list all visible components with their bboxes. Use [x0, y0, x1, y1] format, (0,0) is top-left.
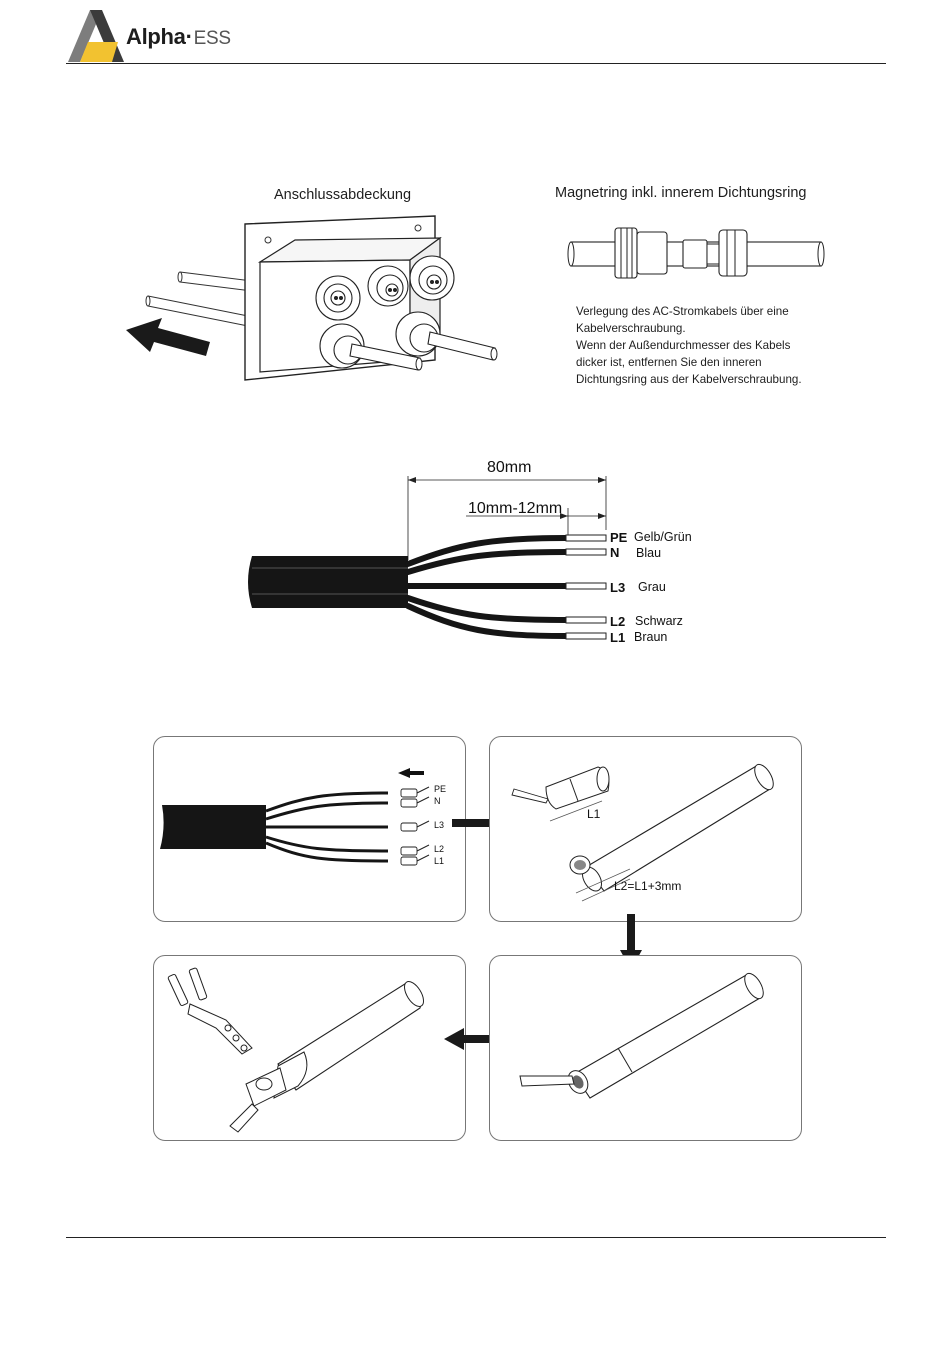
- header-rule: [66, 63, 886, 64]
- wire-code-n: N: [610, 545, 620, 560]
- wire-code-l3: L3: [610, 580, 626, 595]
- panel-label-n: N: [434, 796, 441, 806]
- panel-label-l2: L2: [434, 844, 445, 854]
- wire-stripping-diagram: [240, 460, 620, 650]
- magnetic-ring-title: Magnetring inkl. innerem Dichtungsring: [555, 185, 807, 201]
- description-line: Kabelverschraubung.: [576, 322, 686, 335]
- connection-cover-title: Anschlussabdeckung: [274, 187, 412, 203]
- length-label-l2: L2=L1+3mm: [614, 879, 682, 893]
- wire-code-l1: L1: [610, 630, 626, 645]
- wire-code-pe: PE: [610, 530, 628, 545]
- wire-color-n: Blau: [636, 546, 662, 560]
- pull-direction-arrow-icon: [126, 318, 212, 360]
- description-line: Dichtungsring aus der Kabelverschraubung…: [576, 373, 802, 386]
- wire-color-l2: Schwarz: [635, 614, 683, 628]
- strip-length-label: 10mm-12mm: [468, 500, 563, 517]
- brand-dot: ·: [185, 24, 193, 49]
- connection-cover-illustration: [120, 210, 510, 390]
- description-line: dicker ist, entfernen Sie den inneren: [576, 356, 762, 369]
- left-arrow-icon: [444, 1028, 504, 1050]
- wire-color-l3: Grau: [638, 580, 666, 594]
- total-length-label: 80mm: [487, 459, 532, 476]
- left-arrow-icon: [398, 768, 424, 778]
- alpha-ess-logo: [66, 8, 226, 64]
- logo-mark-icon: [68, 10, 124, 62]
- wire-code-l2: L2: [610, 614, 626, 629]
- wire-color-l1: Braun: [634, 630, 668, 644]
- panel-label-l1: L1: [434, 856, 445, 866]
- wire-color-pe: Gelb/Grün: [634, 530, 692, 544]
- step-panel-insert-ferrule: [489, 955, 802, 1141]
- brand-name: Alpha·ESS: [126, 24, 231, 50]
- brand-suffix: ESS: [193, 28, 231, 49]
- panel-label-l3: L3: [434, 820, 445, 830]
- step-panel-crimp-terminal: [153, 955, 466, 1141]
- step-panel-measure-lengths: L1 L2=L1+3mm: [489, 736, 802, 922]
- step-panel-strip-wires: PE N L3 L2 L1: [153, 736, 466, 922]
- footer-rule: [66, 1237, 886, 1238]
- description-line: Wenn der Außendurchmesser des Kabels: [576, 339, 791, 352]
- cable-gland-illustration: [565, 222, 827, 286]
- brand-text: Alpha: [126, 24, 186, 49]
- description-line: Verlegung des AC-Stromkabels über eine: [576, 305, 789, 318]
- panel-label-pe: PE: [434, 784, 447, 794]
- gland-description: Verlegung des AC-Stromkabels über eine K…: [576, 303, 836, 388]
- length-label-l1: L1: [587, 807, 601, 821]
